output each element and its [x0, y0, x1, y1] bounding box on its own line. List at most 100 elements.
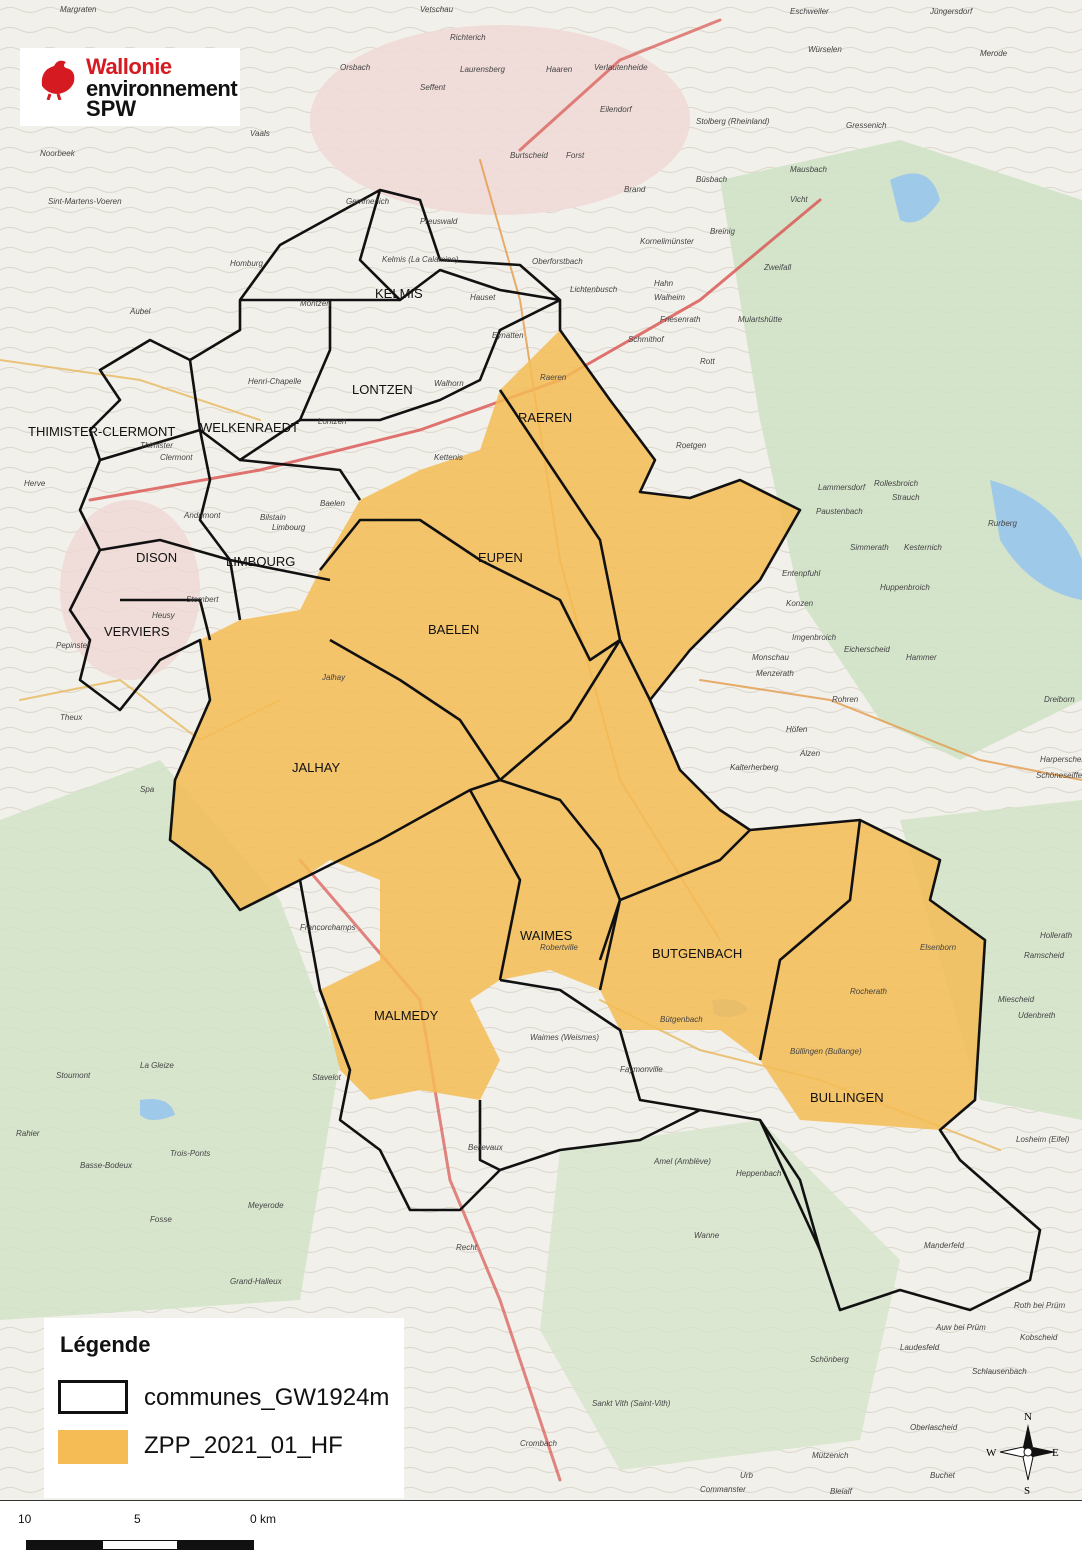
town-label: Mützenich: [812, 1451, 849, 1460]
commune-label: LONTZEN: [352, 382, 413, 397]
town-label: Recht: [456, 1243, 478, 1252]
town-label: Mausbach: [790, 165, 827, 174]
town-label: Schmithof: [628, 335, 664, 344]
town-label: Miescheid: [998, 995, 1035, 1004]
town-label: Udenbreth: [1018, 1011, 1056, 1020]
town-label: Bellevaux: [468, 1143, 504, 1152]
forest-area: [900, 800, 1082, 1120]
town-label: Urb: [740, 1471, 753, 1480]
scale-segment: [102, 1540, 178, 1550]
town-label: La Gleize: [140, 1061, 174, 1070]
town-label: Dreiborn: [1044, 695, 1075, 704]
town-label: Brand: [624, 185, 646, 194]
town-label: Walheim: [654, 293, 685, 302]
commune-label: JALHAY: [292, 760, 340, 775]
legend-title: Légende: [60, 1332, 151, 1357]
town-label: Trois-Ponts: [170, 1149, 210, 1158]
town-label: Losheim (Eifel): [1016, 1135, 1070, 1144]
town-label: Eicherscheid: [844, 645, 890, 654]
town-label: Pepinster: [56, 641, 90, 650]
town-label: Merode: [980, 49, 1008, 58]
town-label: Thimister: [140, 441, 173, 450]
town-label: Noorbeek: [40, 149, 76, 158]
town-label: Sint-Martens-Voeren: [48, 197, 122, 206]
town-label: Hahn: [654, 279, 674, 288]
town-label: Margraten: [60, 5, 97, 14]
town-label: Waimes (Weismes): [530, 1033, 599, 1042]
town-label: Fosse: [150, 1215, 172, 1224]
scale-label-5: 5: [134, 1512, 141, 1526]
town-label: Eilendorf: [600, 105, 632, 114]
town-label: Wanne: [694, 1231, 720, 1240]
town-label: Amel (Amblève): [653, 1157, 711, 1166]
town-label: Harperscheid: [1040, 755, 1082, 764]
compass-e: E: [1052, 1447, 1059, 1459]
commune-labels: KELMIS LONTZEN RAEREN THIMISTER-CLERMONT…: [28, 286, 884, 1105]
town-label: Kornelimünster: [640, 237, 694, 246]
town-label: Auw bei Prüm: [935, 1323, 986, 1332]
town-label: Laudesfeld: [900, 1343, 940, 1352]
legend-label-zpp: ZPP_2021_01_HF: [144, 1432, 343, 1459]
town-label: Francorchamps: [300, 923, 356, 932]
town-label: Aubel: [129, 307, 151, 316]
town-label: Roetgen: [676, 441, 707, 450]
town-label: Henri-Chapelle: [248, 377, 302, 386]
town-label: Schlausenbach: [972, 1367, 1027, 1376]
scale-label-0: 0 km: [250, 1512, 277, 1526]
lake: [990, 480, 1082, 600]
town-label: Heppenbach: [736, 1169, 782, 1178]
town-label: Vaals: [250, 129, 270, 138]
commune-label: DISON: [136, 550, 177, 565]
map-canvas[interactable]: KELMIS LONTZEN RAEREN THIMISTER-CLERMONT…: [0, 0, 1082, 1500]
zpp-zone[interactable]: [170, 330, 985, 1130]
scale-label-10: 10: [18, 1512, 32, 1526]
map-frame[interactable]: KELMIS LONTZEN RAEREN THIMISTER-CLERMONT…: [0, 0, 1082, 1501]
town-label: Crombach: [520, 1439, 557, 1448]
town-label: Strauch: [892, 493, 920, 502]
town-label: Limbourg: [272, 523, 306, 532]
town-label: Alzen: [799, 749, 821, 758]
town-label: Monschau: [752, 653, 789, 662]
town-label: Grand-Halleux: [230, 1277, 283, 1286]
town-label: Büllingen (Bullange): [790, 1047, 862, 1056]
town-label: Basse-Bodeux: [80, 1161, 133, 1170]
rooster-icon: [41, 60, 75, 100]
town-label: Rollesbroich: [874, 479, 919, 488]
town-label: Konzen: [786, 599, 814, 608]
town-label: Laurensberg: [460, 65, 505, 74]
commune-label: BULLINGEN: [810, 1090, 884, 1105]
commune-label: WAIMES: [520, 928, 573, 943]
town-label: Würselen: [808, 45, 842, 54]
town-label: Jalhay: [321, 673, 346, 682]
lake: [140, 1099, 175, 1120]
town-label: Stembert: [186, 595, 219, 604]
town-label: Simmerath: [850, 543, 889, 552]
town-label: Clermont: [160, 453, 193, 462]
urban-area: [310, 25, 690, 215]
town-label: Forst: [566, 151, 585, 160]
map-legend: Légende communes_GW1924m ZPP_2021_01_HF: [44, 1318, 404, 1498]
commune-label: WELKENRAEDT: [200, 420, 299, 435]
commune-label: BUTGENBACH: [652, 946, 742, 961]
compass-w: W: [986, 1447, 997, 1459]
town-label: Huppenbroich: [880, 583, 930, 592]
town-label: Gemmenich: [346, 197, 390, 206]
town-label: Raeren: [540, 373, 567, 382]
commune-boundaries[interactable]: [68, 188, 1042, 1312]
town-label: Lammersdorf: [818, 483, 866, 492]
town-label: Verlautenheide: [594, 63, 648, 72]
town-label: Höfen: [786, 725, 808, 734]
town-label: Paustenbach: [816, 507, 863, 516]
town-label: Burtscheid: [510, 151, 548, 160]
logo-wallonie-environnement: Wallonie environnement SPW: [20, 48, 240, 126]
town-label: Baelen: [320, 499, 345, 508]
town-label: Entenpfuhl: [782, 569, 820, 578]
town-label: Oberlascheid: [910, 1423, 958, 1432]
town-label: Vicht: [790, 195, 808, 204]
lake: [890, 173, 940, 223]
town-label: Hauset: [470, 293, 496, 302]
town-label: Eynatten: [492, 331, 524, 340]
town-label: Lichtenbusch: [570, 285, 618, 294]
town-label: Ramscheid: [1024, 951, 1065, 960]
town-label: Orsbach: [340, 63, 371, 72]
